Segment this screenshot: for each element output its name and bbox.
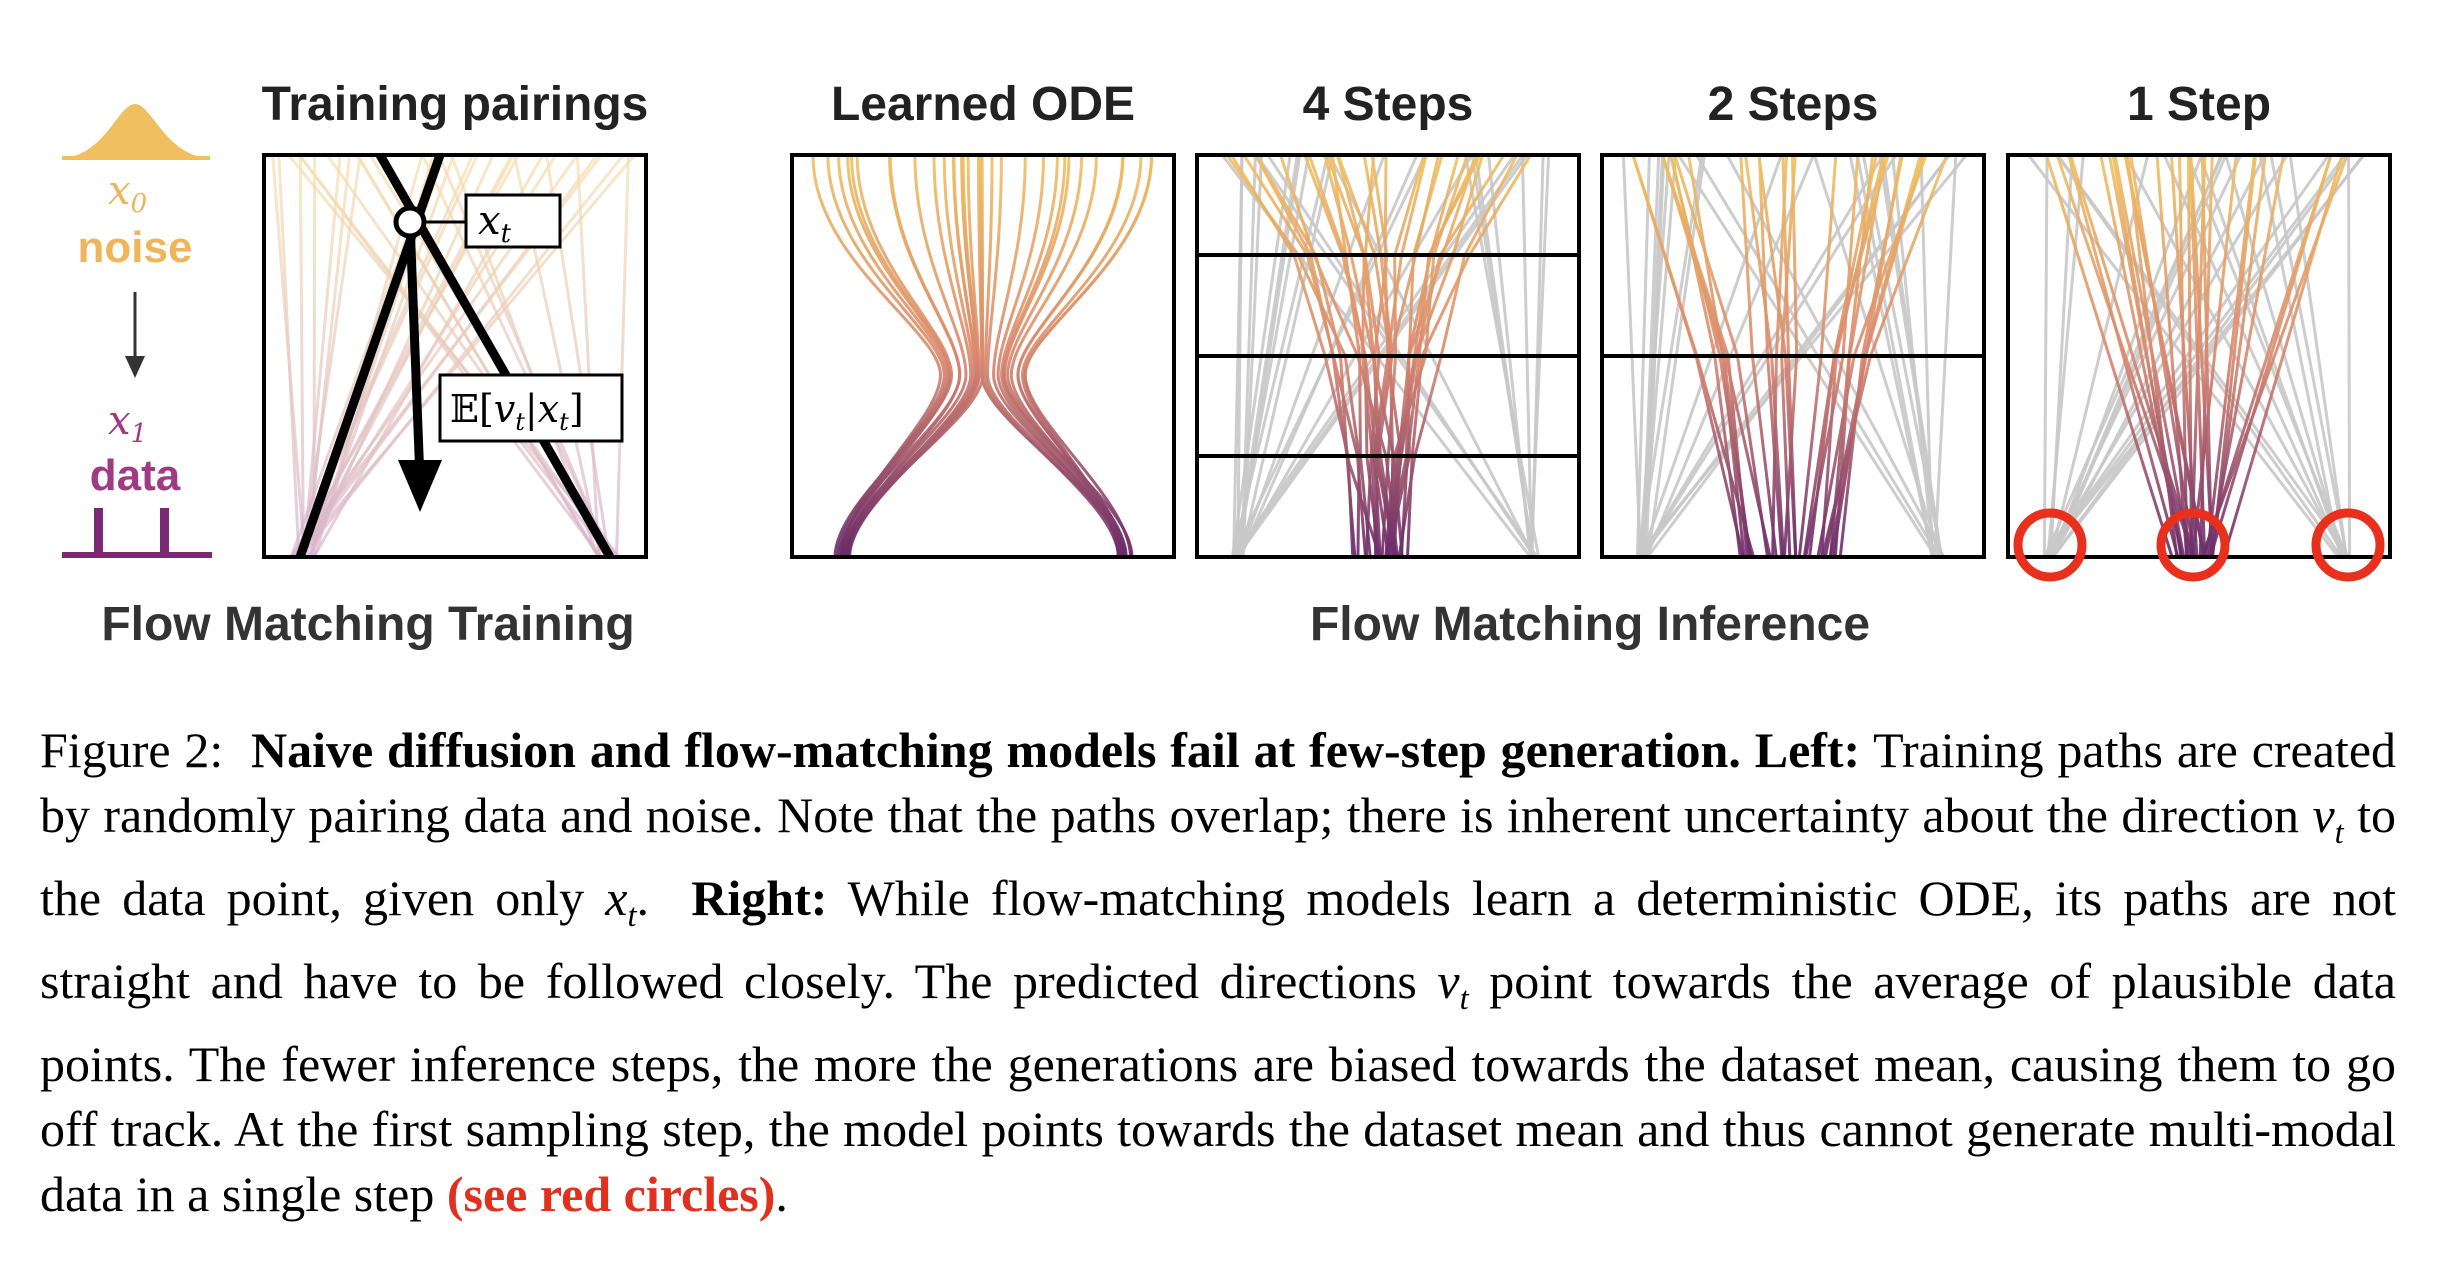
one-step-title: 1 Step xyxy=(2127,78,2271,131)
reference-path xyxy=(2258,155,2342,557)
training-pair-path xyxy=(298,155,305,557)
one-step-path xyxy=(2067,155,2180,557)
four-steps-title: 4 Steps xyxy=(1303,78,1474,131)
training-pair-path xyxy=(305,155,352,557)
one-step-path xyxy=(2191,155,2238,557)
one-step-path xyxy=(2099,155,2184,557)
learned-ode-paths xyxy=(811,155,1154,557)
figure-caption: Figure 2: Naive diffusion and flow-match… xyxy=(40,722,2397,1222)
reference-path xyxy=(2045,155,2289,557)
one-step-path xyxy=(2169,155,2199,557)
reference-path xyxy=(2269,155,2349,557)
one-step-path xyxy=(2210,155,2258,557)
ode-path xyxy=(1016,155,1126,557)
reference-path xyxy=(2042,155,2049,557)
training-pair-path xyxy=(271,155,307,557)
training-pair-path xyxy=(299,155,625,557)
training-overlay: xt 𝔼[vt|xt] xyxy=(295,152,624,560)
ode-path xyxy=(836,155,949,557)
learned-ode-frame xyxy=(790,153,1176,559)
red-circle-right xyxy=(2311,508,2385,582)
one-step-paths xyxy=(2027,155,2366,557)
noise-distribution xyxy=(62,104,210,158)
one-step-path xyxy=(2045,155,2174,557)
training-pairings-title: Training pairings xyxy=(262,78,649,131)
one-step-path xyxy=(2068,155,2197,557)
one-step-path xyxy=(2200,155,2214,557)
one-step-path xyxy=(2129,155,2196,557)
training-pair-path xyxy=(325,155,614,557)
ode-path xyxy=(983,155,1120,557)
two-steps-title: 2 Steps xyxy=(1708,78,1879,131)
one-step-path xyxy=(2107,155,2186,557)
ode-path xyxy=(838,155,962,557)
ode-path xyxy=(996,155,1123,557)
data-var: x1 xyxy=(108,398,147,449)
red-circle-left xyxy=(2013,508,2087,582)
red-circles xyxy=(2013,508,2385,582)
noise-var: x0 xyxy=(108,168,147,219)
one-step-path xyxy=(2200,155,2349,557)
data-label: data xyxy=(90,451,181,500)
training-panel-frame xyxy=(262,153,648,559)
ode-path xyxy=(842,155,978,557)
one-step-frame xyxy=(2006,153,2392,559)
reference-path xyxy=(2043,155,2331,557)
one-step-path xyxy=(2113,155,2192,557)
flow-matching-inference-label: Flow Matching Inference xyxy=(1310,598,1870,651)
xt-point xyxy=(393,205,427,239)
one-step-path xyxy=(2205,155,2256,557)
flow-matching-training-label: Flow Matching Training xyxy=(101,598,634,651)
figure-diagram: x0 noise x1 data Training pairings xt 𝔼[… xyxy=(62,78,2392,651)
training-pair-path xyxy=(615,155,630,557)
training-pair-path xyxy=(575,155,601,557)
ode-path xyxy=(826,155,946,557)
four-steps-frame xyxy=(1195,153,1581,559)
one-step-path xyxy=(2208,155,2333,557)
data-distribution xyxy=(62,508,212,558)
ode-path xyxy=(1006,155,1128,557)
expectation-label: 𝔼[vt|xt] xyxy=(450,387,584,436)
reference-path xyxy=(2046,155,2085,557)
reference-path xyxy=(2044,155,2347,557)
ode-path xyxy=(1021,155,1143,557)
training-pair-path xyxy=(302,155,342,557)
training-pair-path xyxy=(298,155,603,557)
reference-path xyxy=(2049,155,2150,557)
learned-ode-title: Learned ODE xyxy=(831,78,1135,131)
red-circle-center xyxy=(2156,508,2230,582)
ode-path xyxy=(1016,155,1126,557)
noise-label: noise xyxy=(78,223,193,272)
one-step-path xyxy=(2155,155,2189,557)
reference-path xyxy=(2347,155,2352,557)
four-steps-dividers xyxy=(1197,253,1579,458)
ode-path xyxy=(1009,155,1125,557)
xt-label: xt xyxy=(478,198,512,249)
two-steps-frame xyxy=(1600,153,1986,559)
